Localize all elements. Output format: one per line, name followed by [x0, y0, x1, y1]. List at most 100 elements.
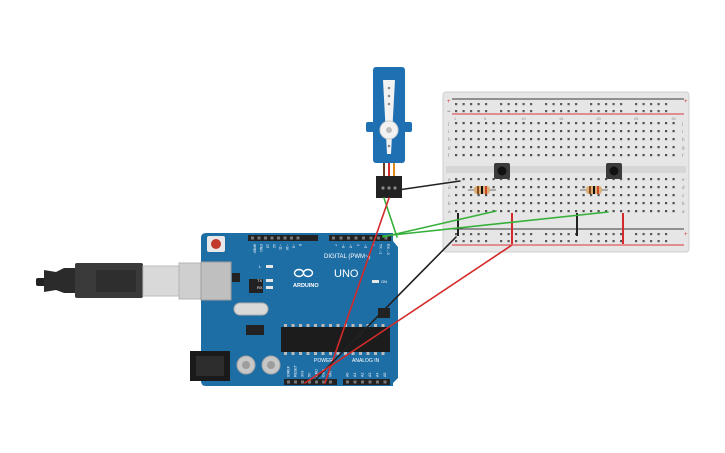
breadboard-hole[interactable] [620, 194, 623, 197]
breadboard-hole[interactable] [642, 186, 645, 189]
rail-hole[interactable] [485, 103, 488, 106]
rail-hole[interactable] [575, 110, 578, 113]
breadboard-hole[interactable] [575, 122, 578, 125]
breadboard-hole[interactable] [605, 130, 608, 133]
power-pin-hole[interactable] [294, 380, 297, 384]
wire-button1-signal[interactable] [382, 210, 497, 238]
breadboard-hole[interactable] [455, 178, 458, 181]
breadboard-hole[interactable] [455, 202, 458, 205]
rail-hole[interactable] [515, 233, 518, 236]
power-pin-hole[interactable] [287, 380, 290, 384]
breadboard-hole[interactable] [530, 178, 533, 181]
breadboard-hole[interactable] [537, 210, 540, 213]
breadboard-hole[interactable] [485, 210, 488, 213]
breadboard-hole[interactable] [657, 146, 660, 149]
breadboard-hole[interactable] [470, 122, 473, 125]
breadboard-hole[interactable] [635, 138, 638, 141]
breadboard-hole[interactable] [462, 122, 465, 125]
breadboard-hole[interactable] [657, 130, 660, 133]
breadboard-hole[interactable] [657, 122, 660, 125]
breadboard-hole[interactable] [635, 178, 638, 181]
breadboard-hole[interactable] [582, 146, 585, 149]
rail-hole[interactable] [507, 110, 510, 113]
wire-servo-ground[interactable] [397, 180, 461, 191]
breadboard-hole[interactable] [642, 194, 645, 197]
resistor-1[interactable] [468, 186, 496, 194]
breadboard-hole[interactable] [590, 178, 593, 181]
breadboard-hole[interactable] [507, 210, 510, 213]
breadboard-hole[interactable] [605, 138, 608, 141]
breadboard-hole[interactable] [627, 210, 630, 213]
breadboard-hole[interactable] [477, 202, 480, 205]
breadboard-hole[interactable] [485, 194, 488, 197]
breadboard-hole[interactable] [635, 130, 638, 133]
breadboard-hole[interactable] [500, 178, 503, 181]
breadboard-hole[interactable] [470, 146, 473, 149]
breadboard-hole[interactable] [582, 138, 585, 141]
rail-hole[interactable] [462, 103, 465, 106]
breadboard-hole[interactable] [515, 122, 518, 125]
breadboard-hole[interactable] [477, 138, 480, 141]
rail-hole[interactable] [560, 233, 563, 236]
breadboard-hole[interactable] [545, 130, 548, 133]
breadboard-hole[interactable] [477, 194, 480, 197]
breadboard-hole[interactable] [500, 210, 503, 213]
rail-hole[interactable] [635, 103, 638, 106]
rail-hole[interactable] [657, 240, 660, 243]
rail-hole[interactable] [485, 233, 488, 236]
breadboard-hole[interactable] [620, 178, 623, 181]
breadboard-hole[interactable] [612, 154, 615, 157]
breadboard-hole[interactable] [665, 146, 668, 149]
rail-hole[interactable] [477, 110, 480, 113]
breadboard-hole[interactable] [672, 178, 675, 181]
breadboard-hole[interactable] [552, 186, 555, 189]
breadboard-hole[interactable] [485, 138, 488, 141]
breadboard-hole[interactable] [515, 130, 518, 133]
rail-hole[interactable] [485, 110, 488, 113]
rail-hole[interactable] [620, 103, 623, 106]
breadboard-hole[interactable] [642, 138, 645, 141]
breadboard-hole[interactable] [582, 210, 585, 213]
rail-hole[interactable] [642, 110, 645, 113]
rail-hole[interactable] [522, 233, 525, 236]
breadboard-hole[interactable] [530, 186, 533, 189]
rail-hole[interactable] [455, 110, 458, 113]
breadboard-hole[interactable] [560, 146, 563, 149]
breadboard-hole[interactable] [470, 210, 473, 213]
breadboard-hole[interactable] [672, 210, 675, 213]
rail-hole[interactable] [545, 233, 548, 236]
breadboard-hole[interactable] [530, 138, 533, 141]
breadboard-hole[interactable] [575, 146, 578, 149]
breadboard-hole[interactable] [620, 186, 623, 189]
breadboard-hole[interactable] [612, 138, 615, 141]
breadboard-hole[interactable] [605, 186, 608, 189]
breadboard-hole[interactable] [650, 122, 653, 125]
breadboard-hole[interactable] [597, 154, 600, 157]
rail-hole[interactable] [665, 103, 668, 106]
analog-pin-hole[interactable] [353, 380, 357, 384]
power-pin-hole[interactable] [329, 380, 332, 384]
breadboard-hole[interactable] [522, 202, 525, 205]
breadboard-hole[interactable] [597, 130, 600, 133]
rail-hole[interactable] [470, 103, 473, 106]
rail-hole[interactable] [515, 103, 518, 106]
breadboard-hole[interactable] [507, 138, 510, 141]
breadboard-hole[interactable] [462, 130, 465, 133]
rail-hole[interactable] [507, 233, 510, 236]
breadboard-hole[interactable] [567, 138, 570, 141]
breadboard-hole[interactable] [507, 122, 510, 125]
breadboard-hole[interactable] [597, 194, 600, 197]
analog-pin-hole[interactable] [361, 380, 364, 384]
breadboard-hole[interactable] [545, 202, 548, 205]
breadboard-hole[interactable] [672, 194, 675, 197]
breadboard-hole[interactable] [462, 154, 465, 157]
breadboard-hole[interactable] [642, 202, 645, 205]
breadboard-hole[interactable] [507, 130, 510, 133]
rail-hole[interactable] [552, 103, 555, 106]
breadboard-hole[interactable] [650, 154, 653, 157]
breadboard-hole[interactable] [597, 210, 600, 213]
breadboard-hole[interactable] [567, 202, 570, 205]
pushbutton-2-cap[interactable] [609, 166, 619, 176]
digital-pin-hole[interactable] [354, 236, 358, 240]
breadboard-hole[interactable] [560, 210, 563, 213]
